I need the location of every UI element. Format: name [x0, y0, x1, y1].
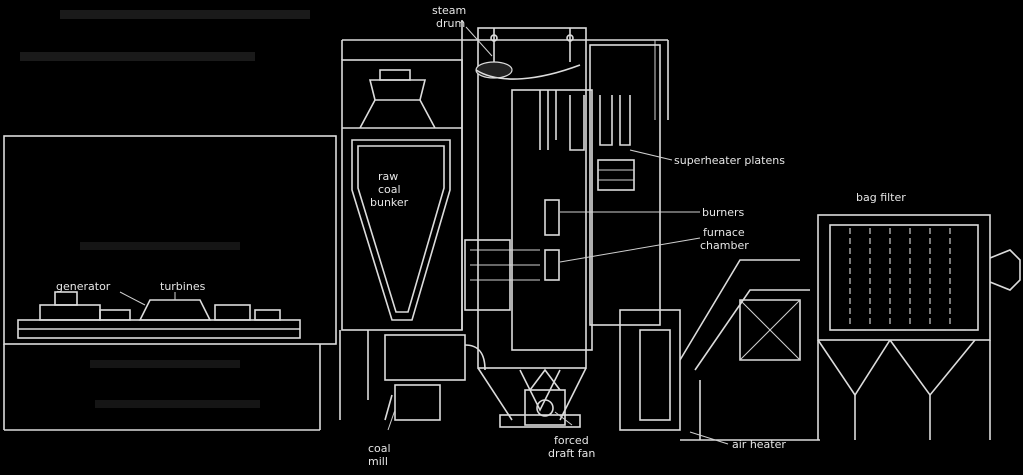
- burners-label: burners: [702, 206, 745, 219]
- raw-coal-bunker-label-line1: raw: [378, 170, 398, 183]
- raw-coal-bunker: [351, 69, 451, 321]
- boiler-furnace: [477, 27, 661, 428]
- steam-drum: [475, 28, 581, 80]
- diagram-labels: steam drum superheater platens raw coal …: [56, 4, 906, 468]
- coal-mill-label-line1: coal: [368, 442, 391, 455]
- coal-mill: [384, 334, 486, 421]
- burners: [464, 199, 560, 311]
- turbines-label: turbines: [160, 280, 206, 293]
- raw-coal-bunker-label-line3: bunker: [370, 196, 409, 209]
- leader-lines: [387, 26, 729, 445]
- turbine-hall: [3, 135, 337, 431]
- air-heater: [619, 259, 820, 441]
- forced-draft-fan-label-line1: forced: [554, 434, 589, 447]
- raw-coal-bunker-label-line2: coal: [378, 183, 401, 196]
- generator-label: generator: [56, 280, 111, 293]
- boiler-house: [339, 20, 669, 420]
- air-heater-label: air heater: [732, 438, 786, 451]
- forced-draft-fan-label-line2: draft fan: [548, 447, 595, 460]
- bag-filter-label: bag filter: [856, 191, 906, 204]
- bag-filter: [817, 214, 1021, 440]
- coal-mill-label-line2: mill: [368, 455, 388, 468]
- furnace-chamber-label-line1: furnace: [703, 226, 745, 239]
- superheater-platens-label: superheater platens: [674, 154, 785, 167]
- steam-drum-label-line2: drum: [436, 17, 465, 30]
- superheater-platens: [539, 90, 635, 191]
- steam-drum-label-line1: steam: [432, 4, 466, 17]
- forced-draft-fan: [524, 368, 566, 426]
- furnace-chamber-label-line2: chamber: [700, 239, 749, 252]
- ghost-text: [20, 10, 310, 408]
- turbine-generator-set: [17, 291, 301, 339]
